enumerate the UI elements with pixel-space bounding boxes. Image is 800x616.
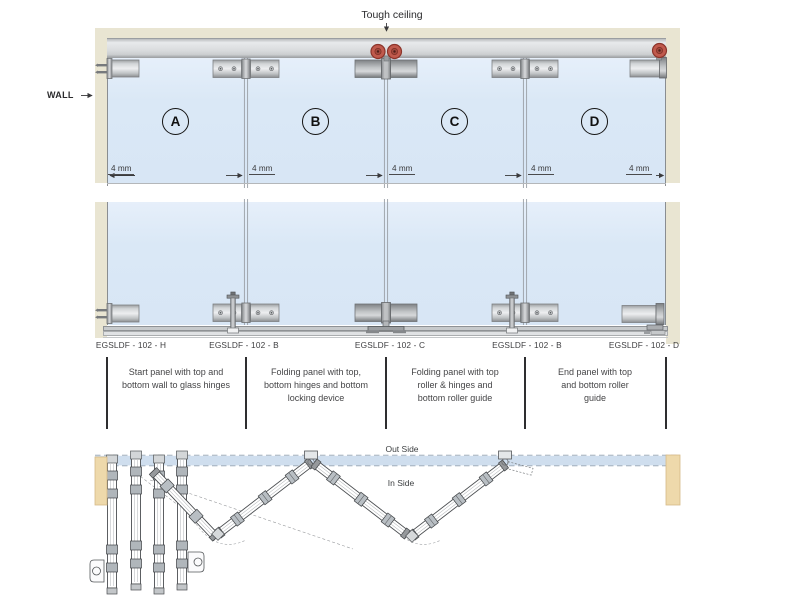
description-divider-5 [665,357,667,429]
wall-strip-right-top [666,38,680,183]
description-folding-panel-roller: Folding panel with top roller & hinges a… [411,367,499,404]
panel-label-d: D [581,108,608,135]
part-number-b2: EGSLDF - 102 - B [492,340,562,350]
part-number-d: EGSLDF - 102 - D [608,340,680,350]
plan-panel-a [214,457,316,539]
description-divider-3 [385,357,387,429]
part-number-b1: EGSLDF - 102 - B [209,340,279,350]
plan-panel-c [408,459,510,541]
out-side-label: Out Side [385,444,419,454]
description-end-panel: End panel with top and bottom roller gui… [557,367,633,404]
plan-wall-right [665,454,681,506]
roller-carriage-2 [498,450,512,460]
plan-panel-b [310,458,412,540]
in-side-label: In Side [387,478,415,488]
plan-wall-left [94,456,108,506]
floor-bracket-right [187,551,205,573]
roller-carriage-1 [304,450,318,460]
description-divider-4 [524,357,526,429]
bottom-rail-shadow [103,336,668,338]
gap-dimension-3: 4 mm [389,164,416,175]
stacked-panel-2 [130,450,142,591]
part-number-c: EGSLDF - 102 - C [354,340,426,350]
stacked-panel-1 [106,454,118,595]
panel-label-c: C [441,108,468,135]
ceiling-strip [95,28,680,38]
wall-strip-left-top [95,38,107,183]
floor-bracket-left [89,559,105,583]
plan-panel-d-dotted [505,461,534,476]
top-track [107,38,666,59]
gap-dimension-5: 4 mm [626,164,653,175]
wall-strip-left-bottom [95,202,107,338]
gap-dimension-4: 4 mm [528,164,555,175]
description-divider-1 [106,357,108,429]
wall-strip-right-bottom [666,202,680,344]
bottom-rail-lower [103,331,668,336]
description-divider-2 [245,357,247,429]
gap-dimension-1: 4 mm [108,164,135,175]
part-number-h: EGSLDF - 102 - H [95,340,167,350]
plan-panel-connector [148,466,221,542]
plan-track-band [95,455,680,466]
glass-panels-bottom-view [107,202,666,325]
tough-ceiling-label: Tough ceiling [361,9,423,21]
description-start-panel: Start panel with top and bottom wall to … [121,367,231,391]
panel-label-a: A [162,108,189,135]
stacked-panel-3 [153,454,165,595]
wall-label: WALL [47,90,74,100]
panel-label-b: B [302,108,329,135]
plan-view [89,450,681,595]
description-folding-panel-lock: Folding panel with top, bottom hinges an… [263,367,369,404]
stacked-panel-4 [176,450,188,591]
gap-dimension-2: 4 mm [249,164,276,175]
